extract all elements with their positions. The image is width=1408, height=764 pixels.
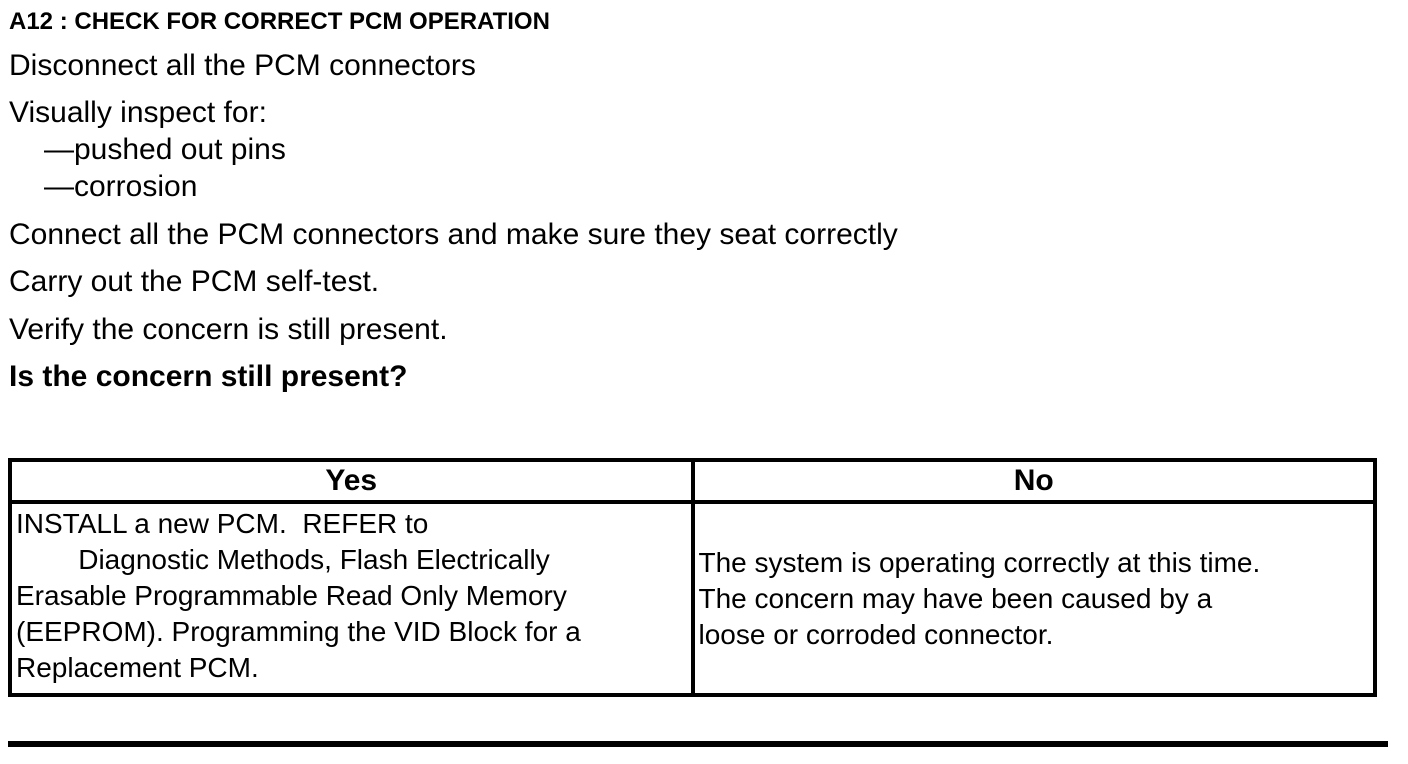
step-verify-concern: Verify the concern is still present.: [9, 313, 448, 346]
no-column-header: No: [690, 458, 1377, 504]
decision-table-result-row: INSTALL a new PCM. REFER to Diagnostic M…: [8, 500, 1377, 697]
inspect-item-pushed-out-pins: —pushed out pins: [44, 133, 286, 166]
inspect-item-corrosion: —corrosion: [44, 170, 198, 203]
decision-question: Is the concern still present?: [9, 360, 408, 393]
step-disconnect-connectors: Disconnect all the PCM connectors: [9, 49, 476, 82]
page-title: A12 : CHECK FOR CORRECT PCM OPERATION: [9, 8, 550, 35]
step-visually-inspect: Visually inspect for:: [9, 96, 267, 129]
no-result-cell: The system is operating correctly at thi…: [690, 500, 1377, 697]
yes-result-cell: INSTALL a new PCM. REFER to Diagnostic M…: [8, 500, 695, 697]
decision-table-header-row: Yes No: [8, 458, 1377, 504]
step-connect-connectors: Connect all the PCM connectors and make …: [9, 218, 898, 251]
decision-table: Yes No INSTALL a new PCM. REFER to Diagn…: [8, 458, 1377, 697]
yes-column-header: Yes: [8, 458, 695, 504]
page-bottom-divider: [8, 741, 1388, 747]
step-self-test: Carry out the PCM self-test.: [9, 265, 380, 298]
